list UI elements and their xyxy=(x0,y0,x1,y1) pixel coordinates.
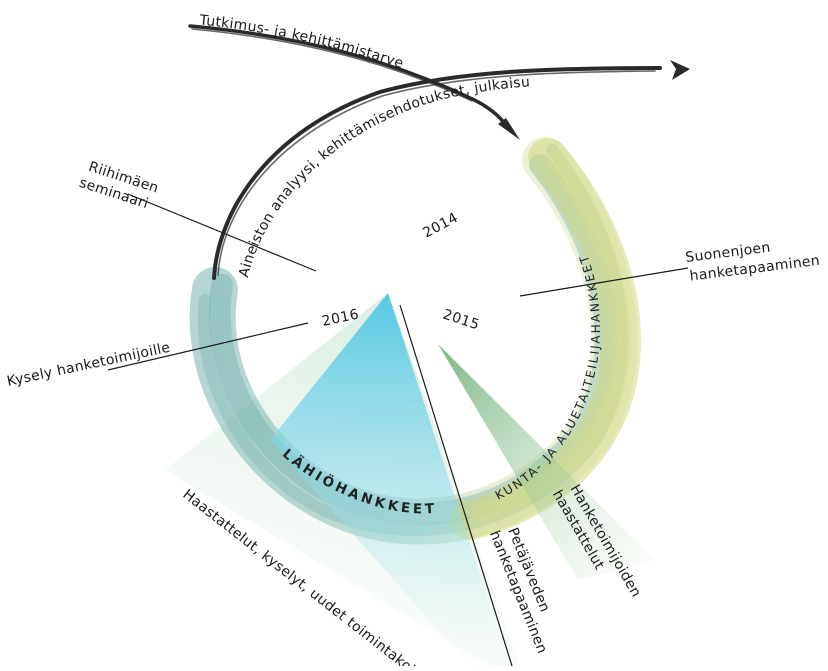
suonenjoki-label: Suonenjoen hanketapaaminen xyxy=(685,240,821,285)
inner-arrow-icon xyxy=(670,60,690,80)
brush-arcs xyxy=(188,24,662,280)
riihimaki-label: Riihimäen seminaari xyxy=(77,159,160,212)
year-2015: 2015 xyxy=(441,307,482,334)
inner-arc xyxy=(212,66,662,280)
outer-arc-label: Tutkimus- ja kehittämistarve xyxy=(198,12,406,72)
lahio-wedge xyxy=(270,293,510,666)
hanketoimijoiden-wedge xyxy=(438,344,655,580)
year-2014: 2014 xyxy=(420,210,461,242)
year-2016: 2016 xyxy=(321,306,361,329)
kysely-label: Kysely hanketoimijoille xyxy=(6,340,172,390)
outer-arrow-icon xyxy=(498,118,520,140)
outer-arc xyxy=(188,24,510,130)
event-lines xyxy=(107,193,689,667)
